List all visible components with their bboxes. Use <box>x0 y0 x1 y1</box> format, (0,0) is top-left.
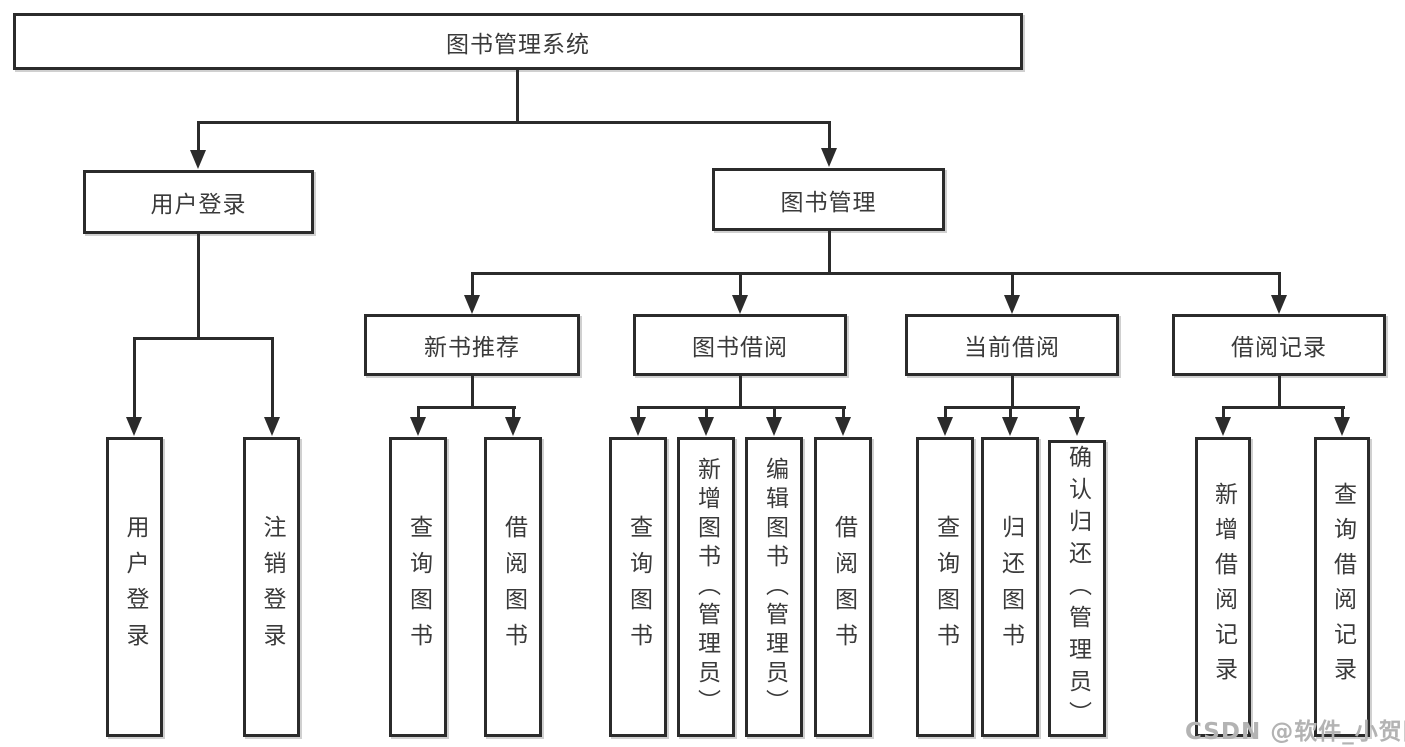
leaf-label: 新增图书（管理员） <box>693 456 720 718</box>
connector-line <box>1076 406 1079 418</box>
arrow-down-icon <box>464 295 480 314</box>
arrow-down-icon <box>1271 295 1287 314</box>
connector-line <box>133 337 136 418</box>
connector-line <box>197 234 200 337</box>
leaf-bb-query-books: 查询图书 <box>609 437 667 737</box>
leaf-label: 注销登录 <box>259 515 285 659</box>
connector-line <box>197 121 831 124</box>
leaf-cb-query-books: 查询图书 <box>916 437 974 737</box>
leaf-br-add-borrow-record: 新增借阅记录 <box>1195 437 1251 737</box>
connector-line <box>133 337 274 340</box>
leaf-label: 确认归还（管理员） <box>1064 444 1091 733</box>
node-borrow-records: 借阅记录 <box>1172 314 1386 376</box>
node-label: 图书管理 <box>780 189 877 216</box>
node-book-management: 图书管理 <box>712 168 945 231</box>
leaf-nbr-query-books: 查询图书 <box>389 437 447 737</box>
arrow-down-icon <box>1069 417 1085 436</box>
connector-line <box>637 406 640 418</box>
node-label: 新书推荐 <box>424 335 520 361</box>
leaf-label: 用户登录 <box>122 515 148 659</box>
arrow-down-icon <box>937 417 953 436</box>
connector-line <box>1278 272 1281 296</box>
connector-line <box>271 337 274 418</box>
connector-line <box>842 406 845 418</box>
leaf-br-query-borrow-record: 查询借阅记录 <box>1314 437 1370 737</box>
node-new-book-recommend: 新书推荐 <box>364 314 580 376</box>
node-user-login: 用户登录 <box>83 170 314 234</box>
arrow-down-icon <box>264 417 280 436</box>
node-label: 借阅记录 <box>1231 335 1327 361</box>
node-label: 当前借阅 <box>964 335 1060 361</box>
leaf-label: 新增借阅记录 <box>1210 482 1237 692</box>
connector-line <box>1011 376 1014 407</box>
leaf-bb-borrow-books: 借阅图书 <box>814 437 872 737</box>
arrow-down-icon <box>821 148 837 167</box>
arrow-down-icon <box>505 417 521 436</box>
arrow-down-icon <box>835 417 851 436</box>
arrow-down-icon <box>1002 417 1018 436</box>
connector-line <box>1278 376 1281 407</box>
connector-line <box>512 406 515 418</box>
connector-line <box>516 70 519 121</box>
connector-line <box>471 272 474 296</box>
connector-line <box>828 231 831 272</box>
leaf-label: 查询图书 <box>625 515 652 659</box>
connector-line <box>739 272 742 296</box>
leaf-logout: 注销登录 <box>243 437 300 737</box>
connector-line <box>944 406 947 418</box>
connector-line <box>417 406 516 409</box>
connector-line <box>1222 406 1345 409</box>
leaf-cb-return-books: 归还图书 <box>981 437 1039 737</box>
leaf-bb-add-books-admin: 新增图书（管理员） <box>677 437 735 737</box>
arrow-down-icon <box>410 417 426 436</box>
arrow-down-icon <box>190 150 206 169</box>
csdn-watermark: CSDN @软件_小贺同学 <box>1185 719 1405 745</box>
leaf-cb-confirm-return-admin: 确认归还（管理员） <box>1048 440 1106 737</box>
arrow-down-icon <box>1004 295 1020 314</box>
leaf-bb-edit-books-admin: 编辑图书（管理员） <box>745 437 803 737</box>
leaf-label: 查询图书 <box>932 515 959 659</box>
leaf-label: 编辑图书（管理员） <box>761 456 788 718</box>
arrow-down-icon <box>1334 417 1350 436</box>
connector-line <box>471 376 474 407</box>
connector-line <box>197 121 200 151</box>
connector-line <box>1341 406 1344 418</box>
node-label: 用户登录 <box>150 192 247 218</box>
leaf-nbr-borrow-books: 借阅图书 <box>484 437 542 737</box>
leaf-label: 借阅图书 <box>500 515 527 659</box>
connector-line <box>1222 406 1225 418</box>
connector-line <box>471 272 1281 275</box>
connector-line <box>773 406 776 418</box>
connector-line <box>739 376 742 407</box>
connector-line <box>944 406 1080 409</box>
arrow-down-icon <box>126 417 142 436</box>
node-current-borrowing: 当前借阅 <box>905 314 1119 376</box>
leaf-user-login: 用户登录 <box>106 437 163 737</box>
connector-line <box>1011 272 1014 296</box>
leaf-label: 归还图书 <box>997 515 1024 659</box>
connector-line <box>705 406 708 418</box>
arrow-down-icon <box>1215 417 1231 436</box>
connector-line <box>637 406 846 409</box>
node-label: 图书管理系统 <box>446 31 590 58</box>
connector-line <box>417 406 420 418</box>
arrow-down-icon <box>732 295 748 314</box>
node-label: 图书借阅 <box>692 335 788 361</box>
leaf-label: 查询借阅记录 <box>1329 482 1356 692</box>
arrow-down-icon <box>630 417 646 436</box>
leaf-label: 借阅图书 <box>830 515 857 659</box>
connector-line <box>828 121 831 149</box>
node-library-management-system: 图书管理系统 <box>13 13 1023 70</box>
leaf-label: 查询图书 <box>405 515 432 659</box>
connector-line <box>1009 406 1012 418</box>
arrow-down-icon <box>766 417 782 436</box>
node-book-borrowing: 图书借阅 <box>633 314 847 376</box>
arrow-down-icon <box>698 417 714 436</box>
